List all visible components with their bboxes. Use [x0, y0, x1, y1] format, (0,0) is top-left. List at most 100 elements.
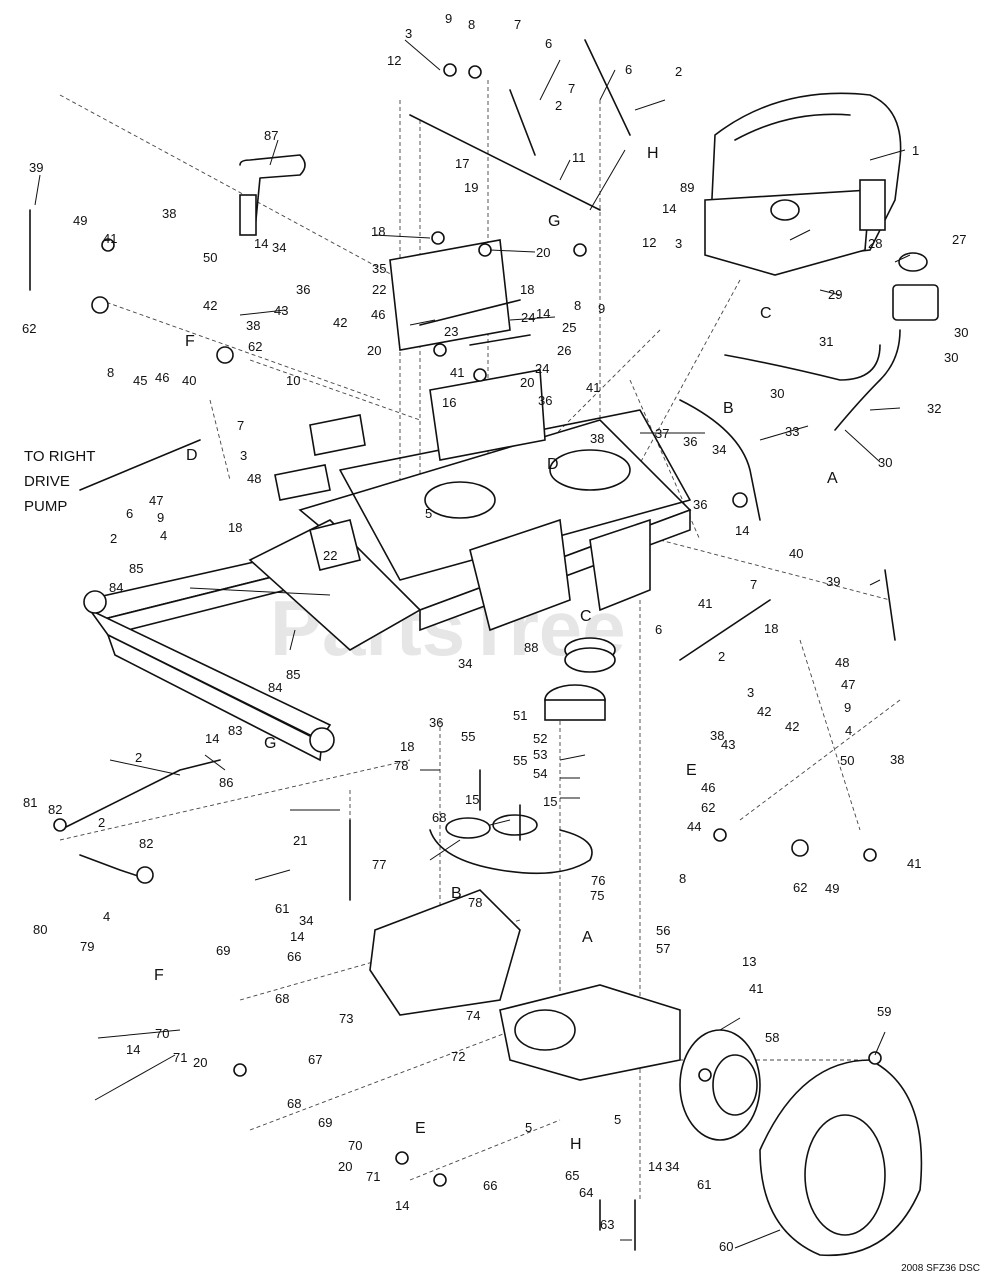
connector-letter-f2: F — [154, 967, 164, 984]
callout-12b: 12 — [642, 235, 656, 250]
callout-14e: 14 — [205, 731, 219, 746]
callout-20c: 20 — [520, 375, 534, 390]
callout-78b: 78 — [468, 895, 482, 910]
part-callouts: 1 2 2 2 2 2 2 3 3 3 3 4 4 4 5 5 5 6 6 6 … — [22, 11, 968, 1254]
callout-3: 3 — [405, 26, 412, 41]
callout-19: 19 — [464, 180, 478, 195]
callout-10: 10 — [286, 373, 300, 388]
callout-14f: 14 — [290, 929, 304, 944]
callout-7c: 7 — [237, 418, 244, 433]
callout-39: 39 — [29, 160, 43, 175]
callout-40b: 40 — [789, 546, 803, 561]
callout-31: 31 — [819, 334, 833, 349]
callout-58: 58 — [765, 1030, 779, 1045]
wheel — [679, 1029, 923, 1257]
callout-30: 30 — [954, 325, 968, 340]
callout-6c: 6 — [126, 506, 133, 521]
connector-letter-e2: E — [415, 1120, 426, 1137]
connector-letter-h2: H — [570, 1136, 582, 1153]
callout-13: 13 — [742, 954, 756, 969]
callout-68b: 68 — [275, 991, 289, 1006]
callout-63: 63 — [600, 1217, 614, 1232]
callout-83: 83 — [228, 723, 242, 738]
callout-23: 23 — [444, 324, 458, 339]
control-levers — [29, 39, 896, 881]
callout-82: 82 — [48, 802, 62, 817]
callout-41: 41 — [103, 231, 117, 246]
callout-33: 33 — [785, 424, 799, 439]
callout-38d: 38 — [710, 728, 724, 743]
callout-59: 59 — [877, 1004, 891, 1019]
callout-36d: 36 — [693, 497, 707, 512]
callout-85b: 85 — [286, 667, 300, 682]
callout-41b: 41 — [450, 365, 464, 380]
callout-62: 62 — [22, 321, 36, 336]
callout-57: 57 — [656, 941, 670, 956]
callout-74: 74 — [466, 1008, 480, 1023]
callout-2: 2 — [675, 64, 682, 79]
callout-8d: 8 — [679, 871, 686, 886]
callout-14g: 14 — [126, 1042, 140, 1057]
callout-81: 81 — [23, 795, 37, 810]
connector-letter-f: F — [185, 333, 195, 350]
main-frame — [83, 239, 692, 762]
callout-5c: 5 — [614, 1112, 621, 1127]
engine — [704, 92, 902, 276]
callout-55: 55 — [461, 729, 475, 744]
fasteners — [53, 63, 882, 1251]
callout-16: 16 — [442, 395, 456, 410]
side-note-line-3: PUMP — [24, 498, 67, 515]
callout-24: 24 — [521, 310, 535, 325]
callout-18b: 18 — [520, 282, 534, 297]
callout-49: 49 — [73, 213, 87, 228]
fuel-tank — [892, 252, 939, 321]
callout-21: 21 — [293, 833, 307, 848]
callout-77: 77 — [372, 857, 386, 872]
callout-26: 26 — [557, 343, 571, 358]
callout-42c: 42 — [757, 704, 771, 719]
callout-62d: 62 — [793, 880, 807, 895]
callout-55b: 55 — [513, 753, 527, 768]
callout-36c: 36 — [683, 434, 697, 449]
callout-8: 8 — [468, 17, 475, 32]
callout-14c: 14 — [254, 236, 268, 251]
connector-letter-c2: C — [580, 608, 592, 625]
side-note: TO RIGHT DRIVE PUMP — [24, 448, 95, 515]
callout-8c: 8 — [107, 365, 114, 380]
callout-50: 50 — [203, 250, 217, 265]
callout-61: 61 — [275, 901, 289, 916]
callout-6b: 6 — [625, 62, 632, 77]
callout-41f: 41 — [749, 981, 763, 996]
connector-letter-a2: A — [582, 929, 593, 946]
callout-78: 78 — [394, 758, 408, 773]
callout-72: 72 — [451, 1049, 465, 1064]
connector-letter-h: H — [647, 145, 659, 162]
callout-56: 56 — [656, 923, 670, 938]
callout-62c: 62 — [701, 800, 715, 815]
callout-14b: 14 — [536, 306, 550, 321]
callout-38e: 38 — [890, 752, 904, 767]
callout-46b: 46 — [371, 307, 385, 322]
callout-2b: 2 — [555, 98, 562, 113]
callout-14i: 14 — [648, 1159, 662, 1174]
callout-14: 14 — [662, 201, 676, 216]
callout-30b: 30 — [944, 350, 958, 365]
diagram-code: 2008 SFZ36 DSC — [901, 1263, 980, 1274]
callout-1: 1 — [912, 143, 919, 158]
callout-28: 28 — [868, 236, 882, 251]
callout-30d: 30 — [878, 455, 892, 470]
callout-37: 37 — [655, 426, 669, 441]
callout-7: 7 — [514, 17, 521, 32]
callout-29: 29 — [828, 287, 842, 302]
callout-89: 89 — [680, 180, 694, 195]
callout-60: 60 — [719, 1239, 733, 1254]
callout-66: 66 — [287, 949, 301, 964]
callout-73: 73 — [339, 1011, 353, 1026]
callout-12: 12 — [387, 53, 401, 68]
callout-18d: 18 — [764, 621, 778, 636]
callout-46c: 46 — [701, 780, 715, 795]
callout-87: 87 — [264, 128, 278, 143]
callout-40: 40 — [182, 373, 196, 388]
callout-9d: 9 — [844, 700, 851, 715]
callout-39b: 39 — [826, 574, 840, 589]
